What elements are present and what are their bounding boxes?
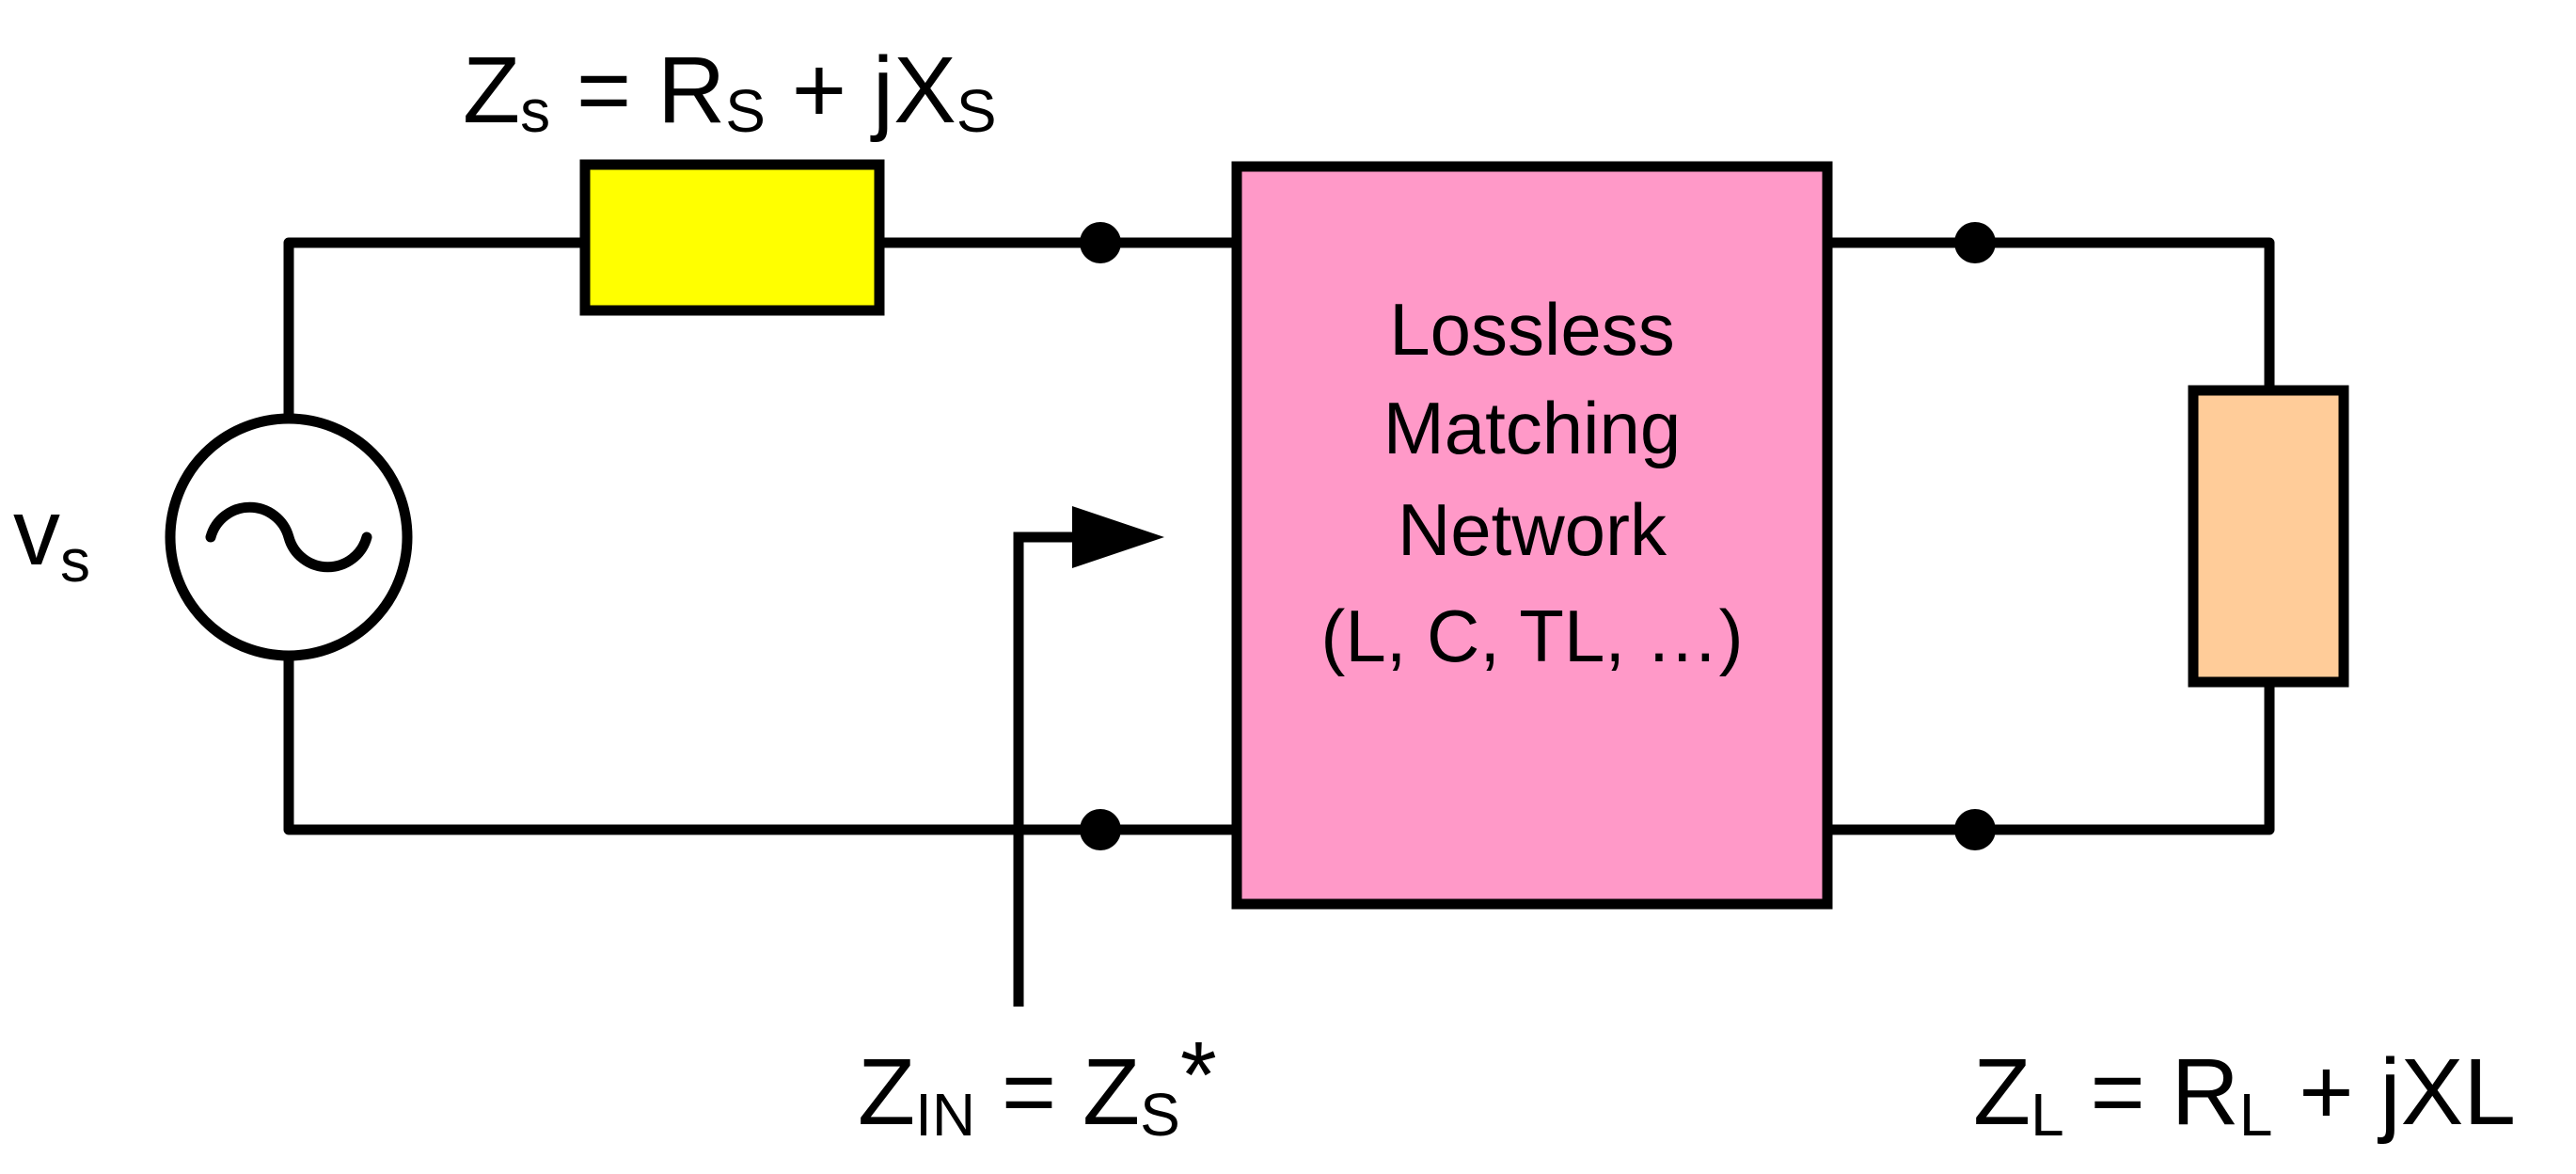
terminal-dot-icon [1954,222,1996,263]
network-line-3: Network [1398,488,1667,571]
network-line-1: Lossless [1389,288,1674,371]
source-impedance-label: Zs = RS + jXS [463,38,997,145]
arrow-icon [1013,506,1164,1007]
wire-left-bottom [283,653,1242,835]
wire-right-bottom [1822,676,2275,835]
terminal-dot-icon [1080,809,1121,850]
terminal-dot-icon [1080,222,1121,263]
network-line-4: (L, C, TL, …) [1320,595,1743,677]
network-line-2: Matching [1383,387,1682,469]
source-voltage-label: vs [13,480,90,595]
ac-voltage-source-icon [165,413,413,661]
matching-network-box [1231,161,1833,910]
load-impedance-resistor [2188,385,2349,688]
source-impedance-resistor [579,159,885,316]
wire-left-top [283,237,591,421]
matching-network-text: Lossless Matching Network (L, C, TL, …) [1320,288,1743,677]
load-impedance-label: ZL = RL + jXL [1973,1039,2516,1149]
terminal-dot-icon [1954,809,1996,850]
input-impedance-label: ZIN = ZS* [858,1023,1217,1149]
wire-right-top [1822,237,2275,396]
